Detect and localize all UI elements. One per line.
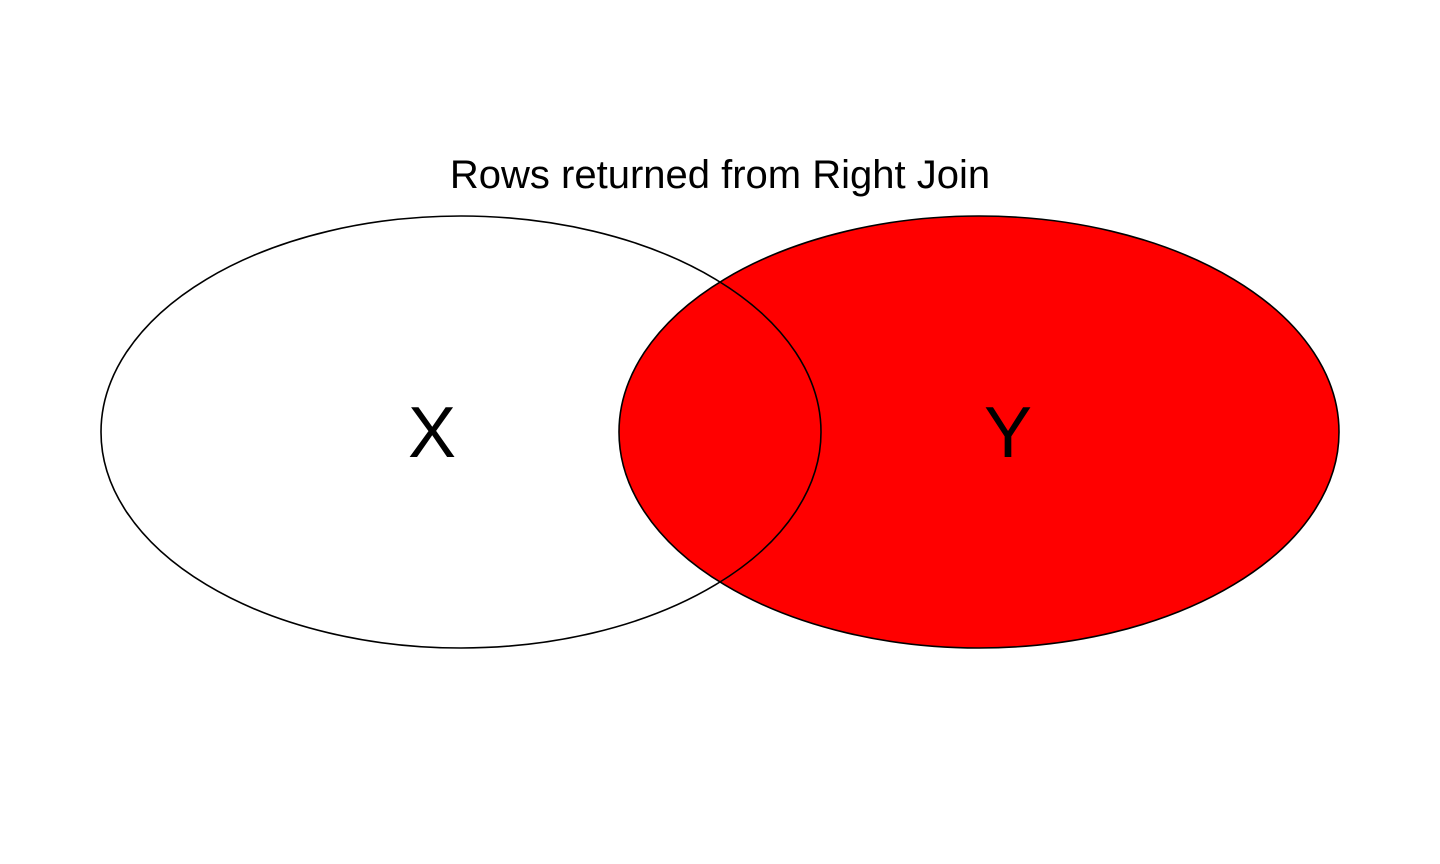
set-x-label: X [408, 393, 456, 473]
set-x-ellipse [100, 215, 822, 649]
set-y-label: Y [984, 393, 1032, 473]
diagram-title: Rows returned from Right Join [450, 153, 990, 197]
set-y-ellipse [619, 216, 1339, 648]
set-y-outline [618, 215, 1340, 649]
